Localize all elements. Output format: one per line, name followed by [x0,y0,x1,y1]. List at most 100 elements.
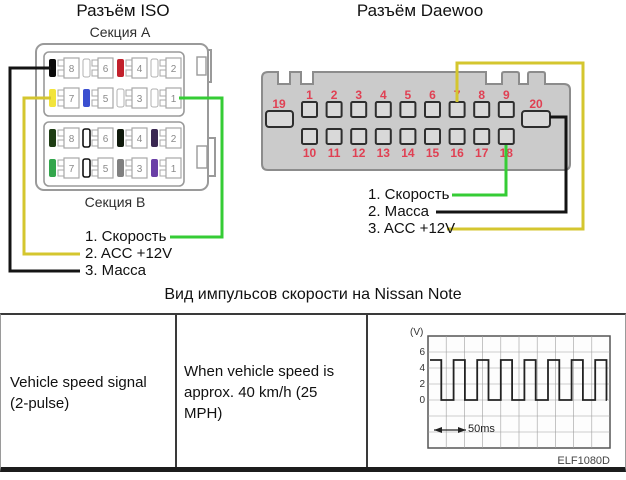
iso-pin-B-5: 5 [82,157,114,179]
svg-text:4: 4 [137,134,143,145]
svg-text:8: 8 [69,64,75,75]
iso-pin-B-7: 7 [49,157,80,179]
daewoo-pin-5 [399,101,417,118]
svg-text:11: 11 [328,146,341,160]
svg-text:14: 14 [401,146,415,160]
iso-wire-acc [22,96,80,256]
svg-text:20: 20 [529,97,543,111]
svg-text:3: 3 [137,164,143,175]
daewoo-pin-13 [374,128,392,145]
iso-pin-B-6: 6 [82,127,114,149]
svg-text:7: 7 [69,164,75,175]
daewoo-pin-9 [497,101,515,118]
table-cell-condition-line1: When vehicle speed is [184,363,335,380]
iso-connector: 8 6 4 2 7 5 3 1 8 6 4 2 7 5 3 1 [35,43,216,191]
svg-text:1: 1 [171,164,177,175]
daewoo-pin-14 [399,128,417,145]
svg-text:5: 5 [103,164,109,175]
svg-text:13: 13 [377,146,391,160]
daewoo-wire-acc [447,61,585,231]
iso-legend-speed: 1. Скорость [85,228,167,245]
daewoo-pin-18 [497,128,515,145]
svg-text:5: 5 [405,88,412,102]
svg-text:12: 12 [352,146,366,160]
iso-pin-B-4: 4 [117,127,148,149]
iso-pin-B-8: 8 [49,127,80,149]
svg-text:19: 19 [272,97,286,111]
svg-text:4: 4 [137,64,143,75]
svg-text:2: 2 [331,88,338,102]
svg-text:1: 1 [171,94,177,105]
iso-wires [8,66,224,273]
table-cell-signal-line2: (2-pulse) [10,395,70,412]
daewoo-pin-6 [424,101,441,118]
scope-ytick-0: 0 [419,395,425,406]
iso-section-a-label: Секция A [89,24,151,40]
svg-text:3: 3 [137,94,143,105]
svg-text:3: 3 [355,88,362,102]
daewoo-pin-20 [521,110,551,128]
iso-pin-A-8: 8 [49,57,80,79]
iso-wire-speed [170,96,224,239]
iso-section-b-label: Секция B [84,194,146,210]
svg-text:2: 2 [171,134,177,145]
daewoo-pin-3 [350,101,368,118]
speed-square-wave [430,359,608,401]
iso-pin-A-2: 2 [150,57,182,79]
daewoo-pin-17 [473,128,491,145]
daewoo-wire-speed [452,145,508,197]
daewoo-wire-ground [436,115,568,214]
svg-text:16: 16 [450,146,464,160]
pulse-section-title: Вид импульсов скорости на Nissan Note [164,286,462,303]
iso-pin-A-1: 1 [150,87,182,109]
daewoo-pin-8 [473,101,491,118]
iso-legend-ground: 3. Масса [85,262,147,279]
svg-text:15: 15 [426,146,440,160]
svg-text:10: 10 [303,146,317,160]
scope-ytick-4: 4 [419,363,425,374]
daewoo-pin-11 [325,128,343,145]
daewoo-body [261,71,571,171]
svg-text:5: 5 [103,94,109,105]
table-cell-signal-line1: Vehicle speed signal [10,374,147,391]
scope-ytick-2: 2 [419,379,425,390]
daewoo-pin-16 [448,128,466,145]
daewoo-legend-speed: 1. Скорость [368,186,450,203]
scope-figure-code: ELF1080D [557,455,610,467]
scope-ytick-6: 6 [419,347,425,358]
iso-pin-A-6: 6 [82,57,114,79]
iso-pin-A-3: 3 [116,87,148,109]
svg-text:2: 2 [171,64,177,75]
speed-pulse-oscillogram: 6 4 2 0 [419,335,611,449]
daewoo-title: Разъём Daewoo [356,1,484,20]
iso-title: Разъём ISO [76,1,170,20]
svg-text:1: 1 [306,88,313,102]
svg-text:9: 9 [503,88,510,102]
daewoo-pin-4 [374,101,392,118]
daewoo-pin-19 [265,110,294,128]
scope-volts-label: (V) [410,327,424,338]
daewoo-wires [436,61,585,231]
svg-text:6: 6 [103,134,109,145]
scope-timescale-arrow [434,427,466,433]
svg-text:7: 7 [69,94,75,105]
iso-pin-B-3: 3 [117,157,148,179]
table-column-divider-1 [175,315,177,467]
iso-pin-A-7: 7 [49,87,80,109]
daewoo-pin-15 [424,128,441,145]
daewoo-legend-acc: 3. ACC +12V [368,220,456,237]
scope-grid [428,336,610,448]
iso-wire-ground [8,66,80,273]
daewoo-pin-7 [448,101,466,118]
daewoo-legend-ground: 2. Масса [368,203,430,220]
iso-pin-B-2: 2 [151,127,182,149]
daewoo-pin-1 [301,101,318,118]
svg-text:17: 17 [475,146,489,160]
iso-pin-A-4: 4 [117,57,148,79]
svg-text:6: 6 [103,64,109,75]
svg-text:4: 4 [380,88,387,102]
daewoo-pin-2 [325,101,343,118]
